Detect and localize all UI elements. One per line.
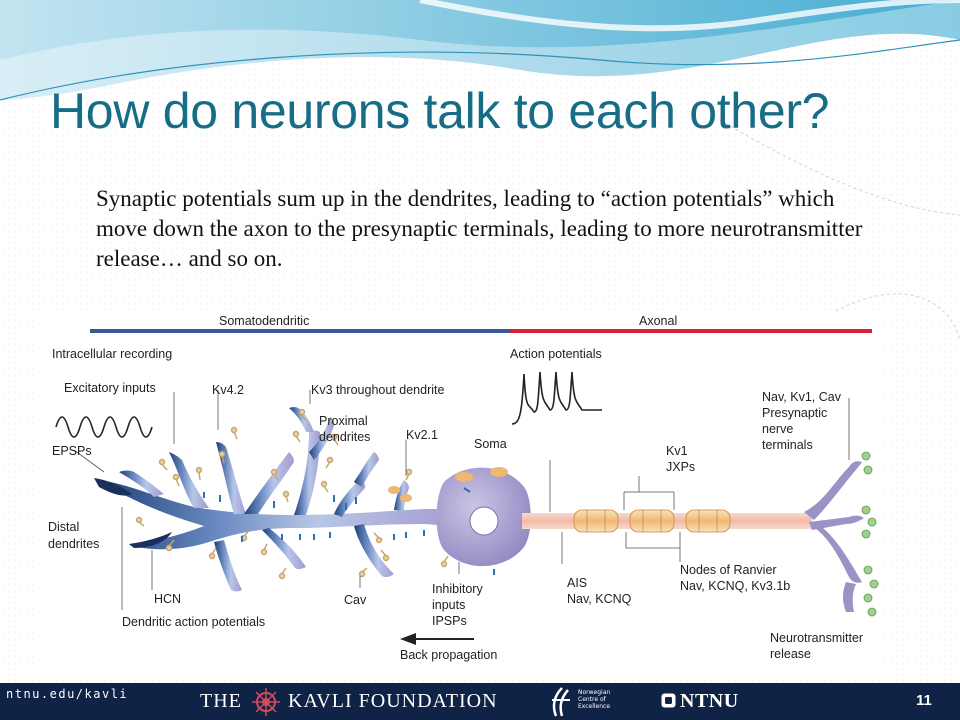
label-nodes-1: Nodes of Ranvier: [680, 563, 777, 577]
footer-bar: ntnu.edu/kavli THE KAVLI FOUNDATION Norw…: [0, 683, 960, 720]
label-kv42: Kv4.2: [212, 383, 244, 397]
label-terminals-4: terminals: [762, 438, 813, 452]
nucleus: [469, 506, 499, 536]
slide-body-text: Synaptic potentials sum up in the dendri…: [96, 186, 863, 271]
label-release-1: Neurotransmitter: [770, 631, 863, 645]
back-propagation-arrow: [400, 633, 474, 645]
label-action-potentials: Action potentials: [510, 347, 602, 361]
label-terminals-2: Presynaptic: [762, 406, 827, 420]
label-ais-1: AIS: [567, 576, 587, 590]
ntnu-name: NTNU: [680, 690, 739, 712]
nce-label: Norwegian Centre of Excellence: [578, 689, 611, 710]
vesicles: [861, 451, 879, 617]
label-proximal-1: Proximal: [319, 414, 368, 428]
label-inhibitory-2: inputs: [432, 598, 465, 612]
inhibitory-receptors: [330, 433, 449, 568]
leader-lines: [73, 390, 850, 610]
action-potential-trace: [511, 371, 602, 425]
label-dendritic-ap: Dendritic action potentials: [122, 615, 265, 629]
header-axonal: Axonal: [639, 314, 677, 328]
label-inhibitory-1: Inhibitory: [432, 582, 483, 596]
label-ais-2: Nav, KCNQ: [567, 592, 632, 606]
label-epsps: EPSPs: [52, 444, 92, 458]
header-somatodendritic: Somatodendritic: [219, 314, 309, 328]
label-terminals-3: nerve: [762, 422, 793, 436]
label-distal-1: Distal: [48, 520, 79, 534]
label-intracellular-recording: Intracellular recording: [52, 347, 172, 361]
label-kv1: Kv1: [666, 444, 688, 458]
label-soma: Soma: [474, 437, 507, 451]
kavli-foundation-name: KAVLI FOUNDATION: [288, 690, 498, 712]
page-number: 11: [916, 692, 932, 709]
kavli-the: THE: [200, 690, 242, 712]
ntnu-logo-icon: [661, 693, 676, 708]
label-inhibitory-3: IPSPs: [432, 614, 467, 628]
label-release-2: release: [770, 647, 811, 661]
kavli-logo-icon: [252, 688, 280, 716]
label-hcn: HCN: [154, 592, 181, 606]
nce-logo-icon: [552, 687, 570, 717]
footer-url-link[interactable]: ntnu.edu/kavli: [6, 687, 129, 701]
somatodendritic-bar: [90, 329, 510, 333]
axon-terminals: [804, 461, 864, 612]
axonal-bar: [510, 329, 872, 333]
label-proximal-2: dendrites: [319, 430, 370, 444]
channel-markers: [203, 487, 495, 575]
dendritic-tree: [96, 406, 464, 592]
label-kv21: Kv2.1: [406, 428, 438, 442]
epsp-trace: [55, 416, 153, 438]
label-jxps: JXPs: [666, 460, 695, 474]
label-back-propagation: Back propagation: [400, 648, 497, 662]
slide-title: How do neurons talk to each other?: [50, 83, 830, 139]
label-excitatory-inputs: Excitatory inputs: [64, 381, 156, 395]
myelin-segments: [573, 509, 731, 533]
label-kv3: Kv3 throughout dendrite: [311, 383, 444, 397]
label-nodes-2: Nav, KCNQ, Kv3.1b: [680, 579, 790, 593]
label-terminals-1: Nav, Kv1, Cav: [762, 390, 842, 404]
label-cav: Cav: [344, 593, 367, 607]
label-distal-2: dendrites: [48, 537, 99, 551]
neuron-diagram: Somatodendritic Axonal: [34, 312, 882, 678]
